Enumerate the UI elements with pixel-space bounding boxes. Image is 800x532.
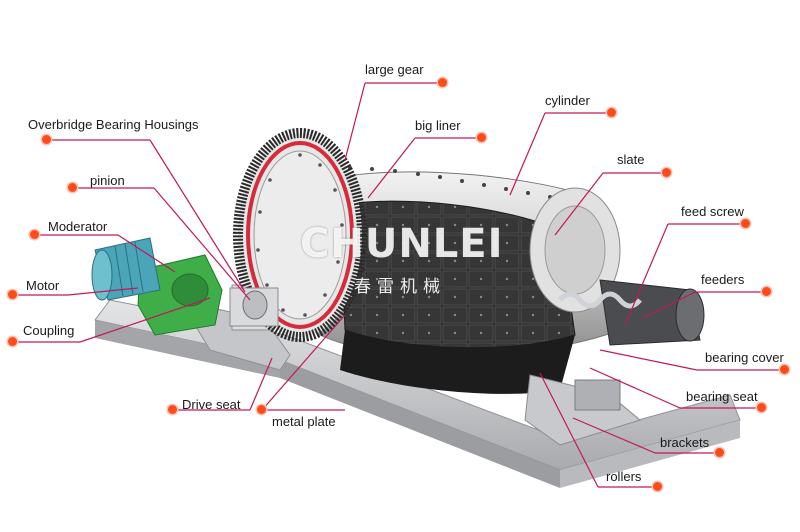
label-dot-overbridge <box>42 135 51 144</box>
label-pinion: pinion <box>90 173 125 188</box>
label-feed-screw: feed screw <box>681 204 744 219</box>
label-dot-moderator <box>30 230 39 239</box>
label-rollers: rollers <box>606 469 642 484</box>
label-bearing-cover: bearing cover <box>705 350 784 365</box>
label-dot-slate <box>662 168 671 177</box>
label-dot-brackets <box>715 448 724 457</box>
watermark-brand: CHUNLEI <box>300 221 504 267</box>
label-big-liner: big liner <box>415 118 461 133</box>
label-metal-plate: metal plate <box>272 414 336 429</box>
label-dot-feed-screw <box>741 219 750 228</box>
label-drive-seat: Drive seat <box>182 397 241 412</box>
label-dot-bearing-seat <box>757 403 766 412</box>
label-dot-coupling <box>8 337 17 346</box>
label-dot-motor <box>8 290 17 299</box>
label-feeders: feeders <box>701 272 745 287</box>
label-dot-pinion <box>68 183 77 192</box>
label-overbridge-bearing-housings: Overbridge Bearing Housings <box>28 117 199 132</box>
label-bearing-seat: bearing seat <box>686 389 758 404</box>
label-dot-bearing-cover <box>780 365 789 374</box>
label-large-gear: large gear <box>365 62 424 77</box>
label-moderator: Moderator <box>48 219 108 234</box>
label-cylinder: cylinder <box>545 93 590 108</box>
label-dot-drive-seat <box>168 405 177 414</box>
label-dot-metal-plate <box>257 405 266 414</box>
label-dot-cylinder <box>607 108 616 117</box>
label-coupling: Coupling <box>23 323 75 338</box>
leader-lines <box>13 82 785 488</box>
label-dot-big-liner <box>477 133 486 142</box>
liner-interior <box>339 200 576 394</box>
label-slate: slate <box>617 152 645 167</box>
label-motor: Motor <box>26 278 60 293</box>
large-gear <box>233 128 367 342</box>
feed-end <box>524 187 705 446</box>
pinion-housing <box>229 287 279 327</box>
label-dot-large-gear <box>438 78 447 87</box>
label-brackets: brackets <box>660 435 710 450</box>
motor <box>91 237 161 301</box>
label-dot-rollers <box>653 482 662 491</box>
label-dot-feeders <box>762 287 771 296</box>
watermark-chinese: 春雷机械 <box>354 277 446 297</box>
